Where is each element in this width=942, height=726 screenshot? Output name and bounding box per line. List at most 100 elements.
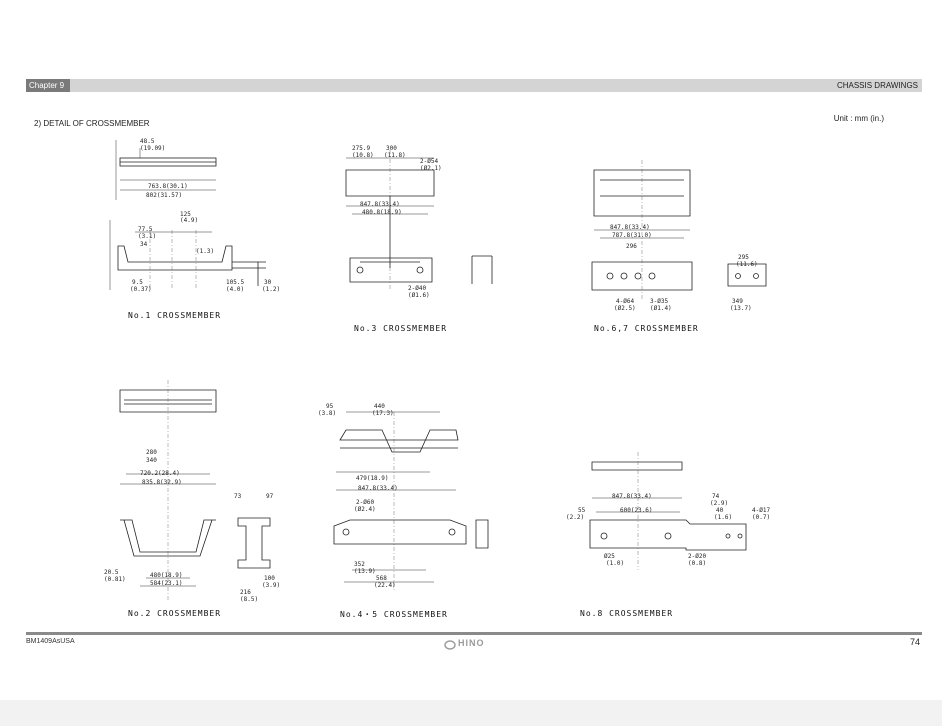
- no1-dim-105: 105.5: [226, 279, 244, 286]
- no2-dim-39: (3.9): [262, 582, 280, 589]
- no67-dim-787: 787.8(31.0): [612, 232, 652, 239]
- no2-dim-835: 835.8(32.9): [142, 479, 182, 486]
- unit-note: Unit : mm (in.): [833, 114, 884, 123]
- drawing-no8: 847.8(33.4) 600(23.6) 55 (2.2) 74 (2.9) …: [566, 452, 770, 570]
- no2-dim-85: (8.5): [240, 596, 258, 603]
- no2-dim-205: 20.5: [104, 569, 119, 576]
- bottom-margin: [0, 700, 942, 726]
- no45-dim-60: 2-Ø60: [356, 499, 374, 506]
- caption-no2: No.2 CROSSMEMBER: [128, 609, 222, 618]
- no3-dim-480: 480.8(18.9): [362, 209, 402, 216]
- no8-dim-07: (0.7): [752, 514, 770, 521]
- no3-dim-275: 275.9: [352, 145, 370, 152]
- no1-dim-30: 30: [264, 279, 272, 286]
- no45-dim-173: (17.3): [372, 410, 394, 417]
- no67-dim-64: 4-Ø64: [616, 298, 634, 305]
- drawing-no1-front: 125 (4.9) 77.5 (3.1) 34 (1.3) 9.5 (0.37)…: [109, 211, 280, 293]
- hino-logo: HINO: [444, 638, 502, 650]
- no45-dim-352: 352: [354, 561, 365, 568]
- no3-dim-300: 300: [386, 145, 397, 152]
- no3-dim-118: (11.8): [384, 152, 406, 159]
- no8-dim-22: (2.2): [566, 514, 584, 521]
- no3-dim-54: 2-Ø54: [420, 158, 438, 165]
- no1-dim-width2: 802(31.57): [146, 192, 182, 199]
- no8-dim-17: 4-Ø17: [752, 507, 770, 514]
- no2-dim-584: 584(23.1): [150, 580, 183, 587]
- no8-dim-847: 847.8(33.4): [612, 493, 652, 500]
- no3-dim-40: 2-Ø40: [408, 285, 426, 292]
- no2-dim-73: 73: [234, 493, 242, 500]
- no8-dim-55: 55: [578, 507, 586, 514]
- no8-dim-10: (1.0): [606, 560, 624, 567]
- hino-logo-text: HINO: [458, 638, 485, 648]
- no1-dim-34: 34: [140, 241, 148, 248]
- no3-dim-847: 847.8(33.4): [360, 201, 400, 208]
- no3-dim-16: (Ø1.6): [408, 292, 430, 299]
- no67-dim-25: (Ø2.5): [614, 305, 636, 312]
- no45-dim-568: 568: [376, 575, 387, 582]
- no67-dim-296: 296: [626, 243, 637, 250]
- no1-dim-13: (1.3): [196, 248, 214, 255]
- drawing-no45: 440 (17.3) 95 (3.8) 479(18.9) 847.8(33.4…: [318, 403, 489, 590]
- caption-no45: No.4・5 CROSSMEMBER: [340, 610, 448, 619]
- drawing-no67: 847.8(33.4) 787.8(31.0) 296 4-Ø64 (Ø2.5)…: [591, 160, 767, 312]
- no67-dim-137: (13.7): [730, 305, 752, 312]
- caption-no8: No.8 CROSSMEMBER: [580, 609, 674, 618]
- caption-no3: No.3 CROSSMEMBER: [354, 324, 448, 333]
- no67-dim-349: 349: [732, 298, 743, 305]
- drawing-no3: 275.9 300 (10.8) (11.8) 2-Ø54 (Ø2.1) 847…: [345, 145, 493, 299]
- no8-dim-25: Ø25: [604, 553, 615, 560]
- no45-dim-847: 847.8(33.4): [358, 485, 398, 492]
- footer-rule: [26, 632, 922, 635]
- no8-dim-16: (1.6): [714, 514, 732, 521]
- no8-dim-600: 600(23.6): [620, 507, 653, 514]
- no1-dim-top-in: (19.09): [140, 145, 165, 152]
- no1-dim-95in: (0.37): [130, 286, 152, 293]
- chapter-label: Chapter 9: [26, 79, 70, 92]
- no8-dim-29: (2.9): [710, 500, 728, 507]
- no67-dim-35: 3-Ø35: [650, 298, 668, 305]
- no2-dim-720: 720.2(28.4): [140, 470, 180, 477]
- no1-dim-125in: (4.9): [180, 217, 198, 224]
- drawing-no1-top: 48.5 (19.09) 763.8(30.1) 802(31.57): [115, 138, 217, 200]
- no45-dim-24: (Ø2.4): [354, 506, 376, 513]
- section-title: 2) DETAIL OF CROSSMEMBER: [34, 119, 150, 128]
- no1-dim-77: 77.5: [138, 226, 153, 233]
- caption-no1: No.1 CROSSMEMBER: [128, 311, 222, 320]
- no8-dim-08: (0.8): [688, 560, 706, 567]
- no8-dim-20: 2-Ø20: [688, 553, 706, 560]
- no45-dim-38: (3.8): [318, 410, 336, 417]
- no45-dim-139: (13.9): [354, 568, 376, 575]
- no1-dim-top: 48.5: [140, 138, 155, 145]
- page-number: 74: [909, 637, 920, 647]
- no45-dim-479: 479(18.9): [356, 475, 389, 482]
- no1-dim-width: 763.8(30.1): [148, 183, 188, 190]
- no67-dim-116: (11.6): [736, 261, 758, 268]
- no1-dim-40: (4.0): [226, 286, 244, 293]
- no1-dim-125: 125: [180, 211, 191, 218]
- no8-dim-40: 40: [716, 507, 724, 514]
- no67-dim-847: 847.8(33.4): [610, 224, 650, 231]
- no1-dim-77in: (3.1): [138, 233, 156, 240]
- no2-dim-100: 100: [264, 575, 275, 582]
- no1-dim-95: 9.5: [132, 279, 143, 286]
- no2-dim-480: 480(18.9): [150, 572, 183, 579]
- no1-dim-12: (1.2): [262, 286, 280, 293]
- no67-dim-295: 295: [738, 254, 749, 261]
- hino-logo-icon: [444, 640, 456, 650]
- no3-dim-21: (Ø2.1): [420, 165, 442, 172]
- no45-dim-95: 95: [326, 403, 334, 410]
- no3-dim-108: (10.8): [352, 152, 374, 159]
- no2-dim-280: 280: [146, 449, 157, 456]
- no45-dim-440: 440: [374, 403, 385, 410]
- document-number: BM1409AsUSA: [26, 638, 75, 645]
- drawing-no2: 280 340 720.2(28.4) 835.8(32.9) 480(18.9…: [104, 380, 280, 603]
- no2-dim-97: 97: [266, 493, 274, 500]
- no45-dim-224: (22.4): [374, 582, 396, 589]
- no67-dim-14: (Ø1.4): [650, 305, 672, 312]
- no2-dim-340: 340: [146, 457, 157, 464]
- no2-dim-216: 216: [240, 589, 251, 596]
- chapter-header-bar: Chapter 9 CHASSIS DRAWINGS: [26, 79, 922, 92]
- chapter-title: CHASSIS DRAWINGS: [836, 81, 918, 90]
